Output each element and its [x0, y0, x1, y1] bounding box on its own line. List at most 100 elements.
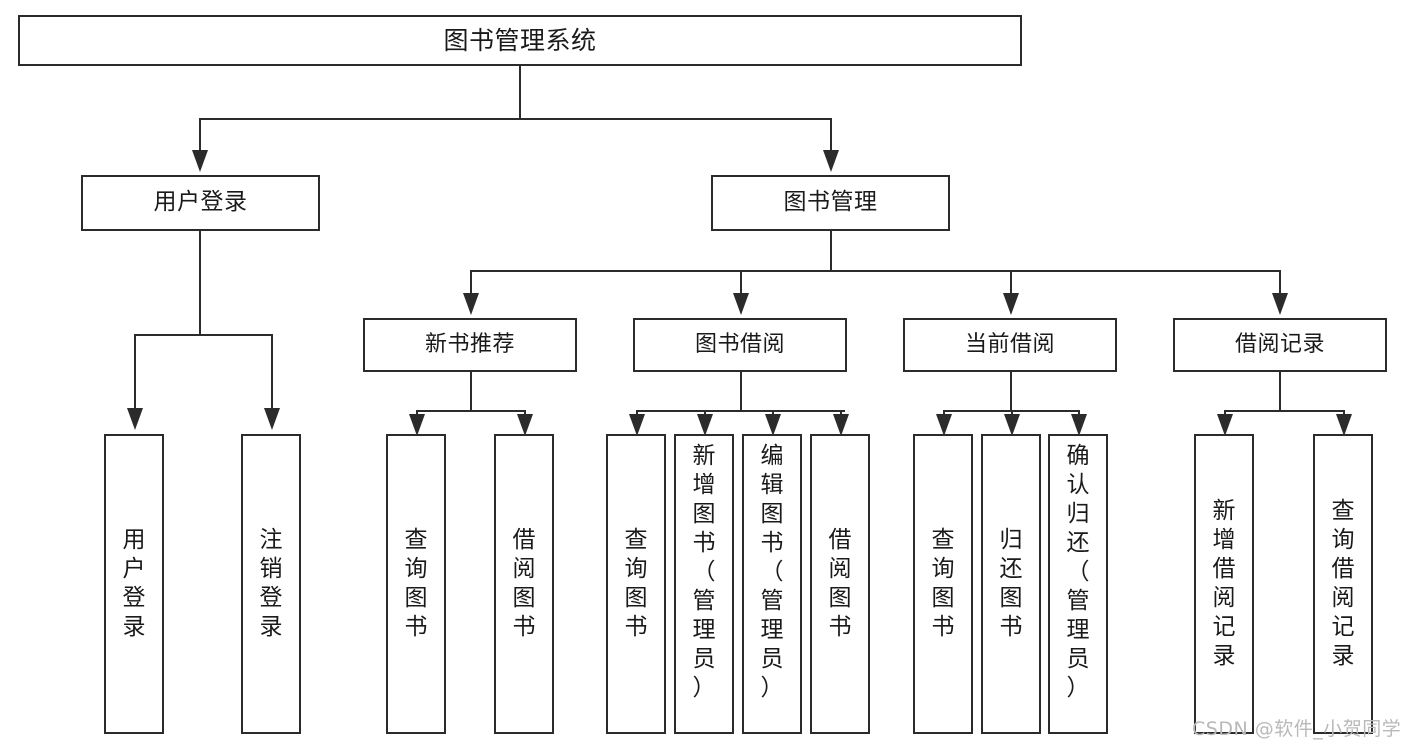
- leaf-label-char: 询: [931, 556, 955, 582]
- leaf-label-char: 管: [692, 588, 716, 614]
- leaf-label-char: 询: [1331, 527, 1355, 553]
- leaf-label-char: 询: [404, 556, 428, 582]
- connector-root-stem: [519, 66, 521, 118]
- leaf-label: 归还图书: [1000, 526, 1023, 642]
- leaf-label: 新增借阅记录: [1213, 497, 1236, 671]
- leaf-label-char: 书: [692, 530, 716, 556]
- leaf-label-char: 记: [1212, 614, 1236, 640]
- leaf-label-char: 新: [1212, 498, 1236, 524]
- leaf-label-char: 阅: [828, 556, 852, 582]
- arrow-borrow-record: [1272, 293, 1288, 315]
- leaf-query-book-bb[interactable]: 查询图书: [606, 434, 666, 734]
- node-label: 新书推荐: [424, 331, 515, 357]
- node-book-management[interactable]: 图书管理: [711, 175, 950, 231]
- leaf-label-char: 员: [760, 646, 784, 672]
- arrow-nbr-leaf-1: [409, 414, 425, 436]
- leaf-logout[interactable]: 注销登录: [241, 434, 301, 734]
- leaf-label-char: 增: [1212, 527, 1236, 553]
- leaf-add-book-admin[interactable]: 新增图书（管理员）: [674, 434, 734, 734]
- node-book-borrow[interactable]: 图书借阅: [633, 318, 847, 372]
- arrow-book-borrow: [733, 293, 749, 315]
- leaf-add-borrow-record[interactable]: 新增借阅记录: [1194, 434, 1254, 734]
- leaf-label-char: 阅: [512, 556, 536, 582]
- connector-book-borrow-stem: [740, 372, 742, 410]
- leaf-label-char: 书: [828, 614, 852, 640]
- leaf-edit-book-admin[interactable]: 编辑图书（管理员）: [742, 434, 802, 734]
- arrow-cb-leaf-2: [1004, 414, 1020, 436]
- leaf-label-char: 书: [512, 614, 536, 640]
- arrow-bb-leaf-1: [629, 414, 645, 436]
- leaf-confirm-return-admin[interactable]: 确认归还（管理员）: [1048, 434, 1108, 734]
- leaf-borrow-book-bb[interactable]: 借阅图书: [810, 434, 870, 734]
- leaf-borrow-book-nbr[interactable]: 借阅图书: [494, 434, 554, 734]
- node-book-management-system[interactable]: 图书管理系统: [18, 15, 1022, 66]
- connector-drop-book-borrow: [740, 270, 742, 295]
- leaf-label-char: 辑: [760, 472, 784, 498]
- arrow-br-leaf-2: [1336, 414, 1352, 436]
- node-label: 借阅记录: [1234, 331, 1325, 357]
- leaf-query-borrow-record[interactable]: 查询借阅记录: [1313, 434, 1373, 734]
- leaf-label-char: 借: [1331, 556, 1355, 582]
- leaf-label-char: 编: [760, 443, 784, 469]
- leaf-label-char: 书: [931, 614, 955, 640]
- leaf-label-char: 图: [999, 585, 1023, 611]
- node-borrow-record[interactable]: 借阅记录: [1173, 318, 1387, 372]
- leaf-label: 用户登录: [123, 526, 146, 642]
- leaf-label-char: 书: [760, 530, 784, 556]
- leaf-label-char: 录: [122, 614, 146, 640]
- leaf-label-char: 销: [259, 556, 283, 582]
- leaf-label-char: （: [760, 559, 784, 585]
- arrow-current-borrow: [1003, 293, 1019, 315]
- leaf-label-char: 理: [692, 617, 716, 643]
- leaf-label-char: 图: [624, 585, 648, 611]
- leaf-label-char: 书: [999, 614, 1023, 640]
- leaf-return-book[interactable]: 归还图书: [981, 434, 1041, 734]
- leaf-label-char: 管: [1066, 588, 1090, 614]
- connector-borrow-record-stem: [1279, 372, 1281, 410]
- leaf-label-char: 登: [122, 585, 146, 611]
- leaf-label-char: 理: [1066, 617, 1090, 643]
- connector-new-book-recommend-stem: [470, 372, 472, 410]
- leaf-label-char: 书: [404, 614, 428, 640]
- connector-current-borrow-stem: [1010, 372, 1012, 410]
- connector-book-management-stem: [830, 231, 832, 270]
- leaf-label-char: 查: [404, 527, 428, 553]
- arrow-leaf-user-login: [127, 408, 143, 430]
- leaf-query-book-nbr[interactable]: 查询图书: [386, 434, 446, 734]
- leaf-label: 借阅图书: [829, 526, 852, 642]
- connector-level2-bus: [199, 118, 831, 120]
- connector-drop-book-management: [830, 118, 832, 153]
- arrow-bb-leaf-2: [697, 414, 713, 436]
- leaf-label-char: 询: [624, 556, 648, 582]
- leaf-label-char: 归: [1066, 501, 1090, 527]
- connector-drop-user-login: [199, 118, 201, 153]
- leaf-label: 查询图书: [405, 526, 428, 642]
- connector-book-borrow-bus: [636, 410, 845, 412]
- leaf-label-char: 图: [512, 585, 536, 611]
- leaf-query-book-cb[interactable]: 查询图书: [913, 434, 973, 734]
- leaf-label-char: 认: [1066, 472, 1090, 498]
- connector-level3-bus: [470, 270, 1280, 272]
- leaf-label-char: 归: [999, 527, 1023, 553]
- arrow-book-management: [823, 150, 839, 172]
- arrow-new-book-recommend: [463, 293, 479, 315]
- leaf-label-char: 图: [931, 585, 955, 611]
- leaf-label-char: 录: [1212, 643, 1236, 669]
- leaf-label-char: 注: [259, 527, 283, 553]
- node-user-login[interactable]: 用户登录: [81, 175, 320, 231]
- node-new-book-recommend[interactable]: 新书推荐: [363, 318, 577, 372]
- leaf-label-char: 借: [512, 527, 536, 553]
- leaf-label-char: 图: [760, 501, 784, 527]
- connector-drop-leaf-user-login: [134, 334, 136, 410]
- leaf-label-char: 户: [122, 556, 146, 582]
- leaf-label: 编辑图书（管理员）: [761, 442, 784, 703]
- leaf-label-char: 图: [828, 585, 852, 611]
- leaf-label: 借阅图书: [513, 526, 536, 642]
- arrow-leaf-logout: [264, 408, 280, 430]
- leaf-label-char: （: [1066, 559, 1090, 585]
- leaf-label-char: 用: [122, 527, 146, 553]
- leaf-user-login[interactable]: 用户登录: [104, 434, 164, 734]
- leaf-label-char: 还: [1066, 530, 1090, 556]
- node-current-borrow[interactable]: 当前借阅: [903, 318, 1117, 372]
- leaf-label-char: 查: [1331, 498, 1355, 524]
